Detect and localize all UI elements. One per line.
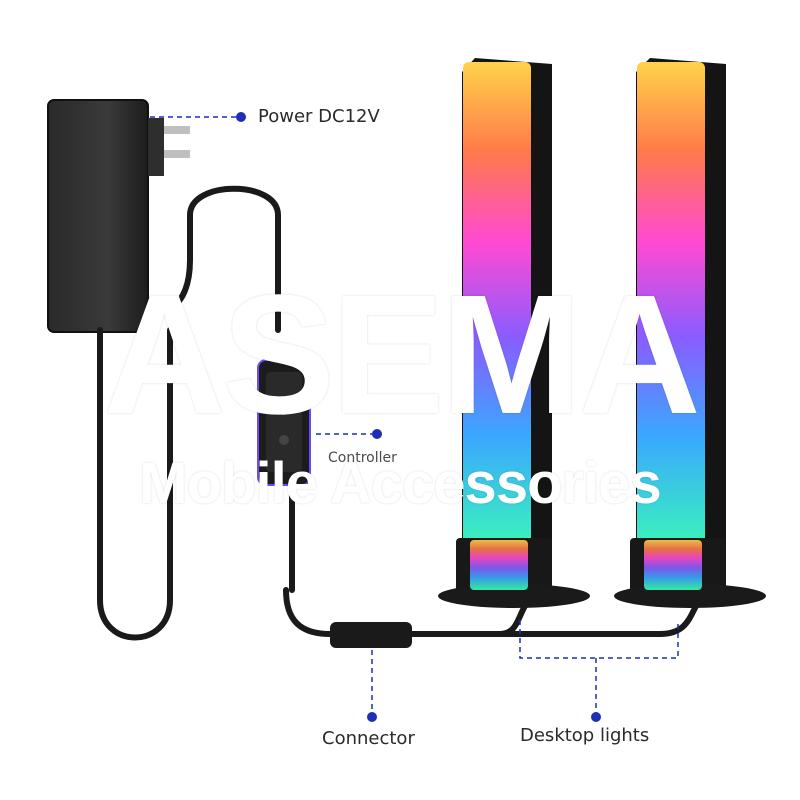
desktop-lights-label: Desktop lights	[520, 725, 650, 746]
watermark-brand: ASEMA	[103, 260, 701, 450]
desktop-light-right	[614, 58, 766, 608]
connector	[330, 622, 412, 648]
power-adapter	[47, 99, 190, 333]
leader-dots	[236, 112, 601, 722]
desktop-light-left	[438, 58, 590, 608]
leader-lines	[150, 116, 679, 716]
controller-label: Controller	[328, 450, 397, 466]
watermark-tagline: Mobile Accessories	[139, 451, 661, 516]
connector-label: Connector	[322, 728, 415, 749]
controller	[257, 359, 311, 486]
power-label: Power DC12V	[258, 106, 380, 127]
